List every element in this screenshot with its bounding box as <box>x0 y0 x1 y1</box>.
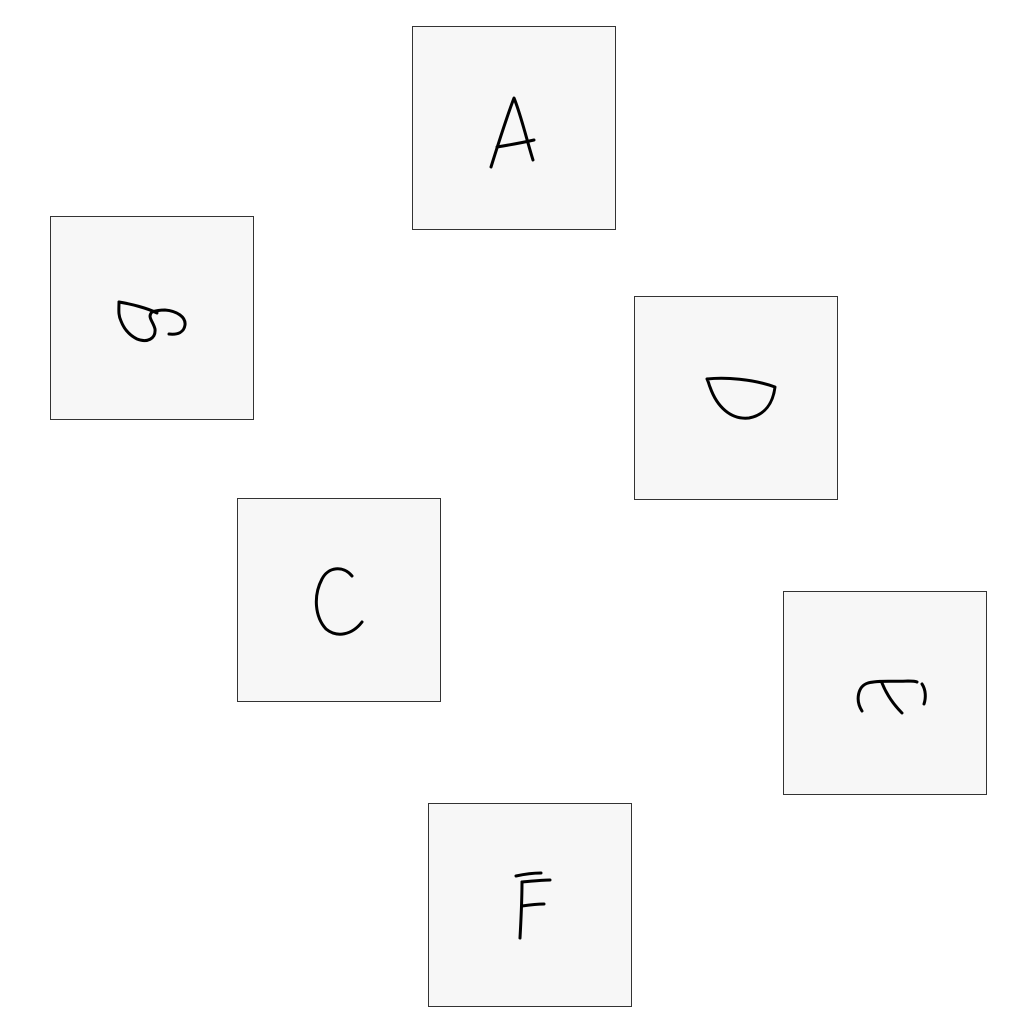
letter-card-a[interactable]: A <box>412 26 616 230</box>
handwritten-letter-glyph <box>314 567 364 636</box>
handwritten-letter-glyph <box>856 679 927 715</box>
letter-card-f[interactable]: F <box>428 803 632 1007</box>
letter-card-d[interactable]: D <box>634 296 838 500</box>
letter-card-b[interactable]: B <box>50 216 254 420</box>
handwritten-letter-glyph <box>705 376 777 420</box>
handwritten-letter-glyph <box>514 871 552 940</box>
letter-card-c[interactable]: C <box>237 498 441 702</box>
handwritten-letter-glyph <box>489 96 536 169</box>
letter-card-e[interactable]: E <box>783 591 987 795</box>
handwritten-letter-glyph <box>117 300 187 343</box>
